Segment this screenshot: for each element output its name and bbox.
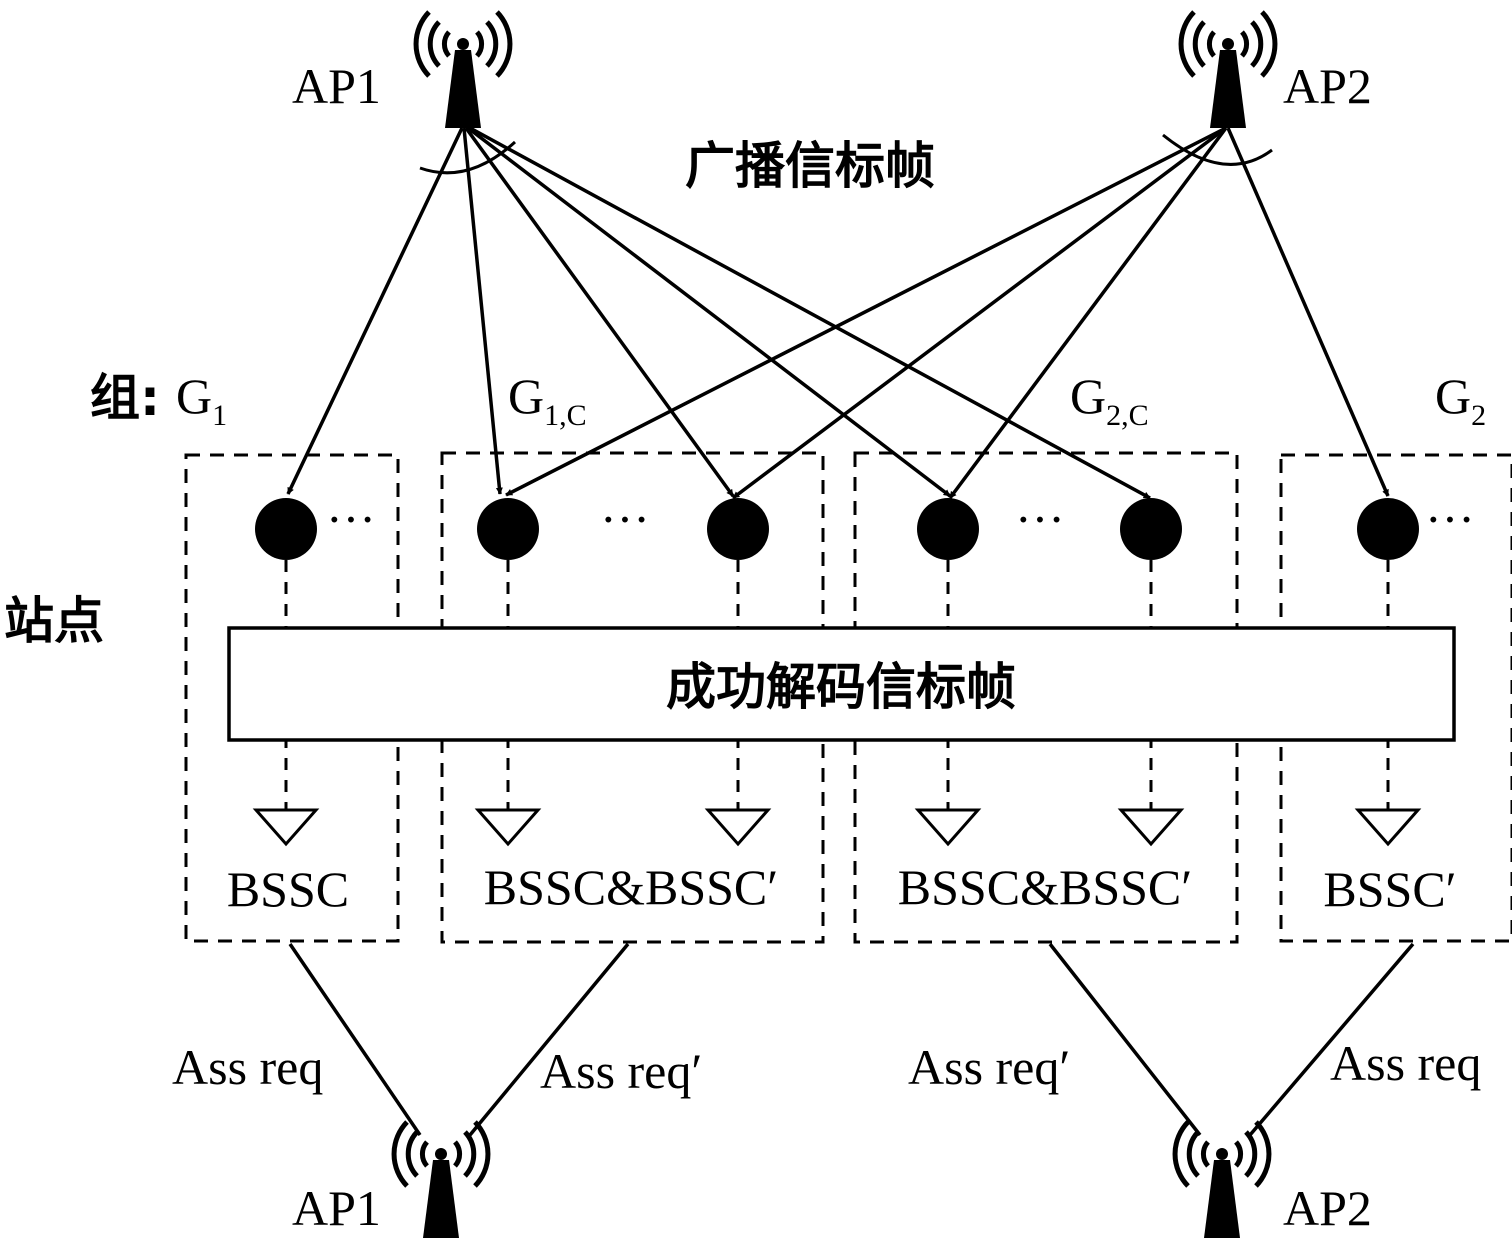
ap-label: AP2 — [1283, 58, 1372, 114]
request-label: Ass req′ — [908, 1039, 1070, 1095]
association-line — [288, 943, 422, 1136]
station-dashed-links — [284, 560, 1390, 810]
group-label-g1c: G1,C — [508, 368, 587, 432]
antenna-tower-icon — [1181, 12, 1275, 128]
broadcast-arrow — [948, 126, 1228, 500]
station-node — [1357, 498, 1419, 560]
group-label-g2: G2 — [1435, 368, 1486, 432]
station-ellipsis: ··· — [1015, 491, 1065, 547]
ap-label: AP2 — [1283, 1180, 1372, 1236]
group-label-g2c: G2,C — [1070, 368, 1149, 432]
result-label-g2: BSSC′ — [1323, 861, 1456, 917]
station-ellipsis: ··· — [326, 491, 376, 547]
association-line — [468, 942, 630, 1137]
group-label-g1: G1 — [176, 368, 227, 432]
result-label-g1: BSSC — [227, 861, 349, 917]
hollow-arrowhead — [474, 808, 542, 847]
broadcast-arrow — [462, 127, 503, 495]
ap-label: AP1 — [292, 1180, 381, 1236]
station-node — [477, 498, 539, 560]
group-box-g1 — [184, 453, 400, 943]
ap2-broadcast-arrows — [505, 126, 1390, 500]
bottom-ap2: AP2 — [1175, 1122, 1372, 1238]
station-node — [1120, 498, 1182, 560]
broadcast-label: 广播信标帧 — [685, 137, 935, 195]
ap-label: AP1 — [292, 58, 381, 114]
association-line — [1048, 942, 1202, 1137]
broadcast-arrow — [466, 126, 952, 498]
station-label: 站点 — [4, 592, 104, 650]
top-ap2: AP1 AP2 — [1181, 12, 1372, 128]
station-node — [255, 498, 317, 560]
result-label-g1c: BSSC&BSSC′ — [484, 859, 778, 915]
hollow-arrowhead — [252, 808, 320, 847]
station-ellipsis: ··· — [600, 491, 650, 547]
antenna-tower-icon — [416, 12, 510, 128]
association-lines — [288, 942, 1415, 1137]
broadcast-arrow — [469, 126, 1151, 500]
hollow-arrowhead — [704, 808, 772, 847]
request-label: Ass req — [1330, 1035, 1481, 1091]
bottom-ap1: AP1 — [292, 1122, 488, 1238]
broadcast-arrow — [464, 126, 735, 498]
result-label-g2c: BSSC&BSSC′ — [898, 859, 1192, 915]
stations — [255, 498, 1419, 560]
hollow-arrowheads — [252, 808, 1422, 847]
decode-box-label: 成功解码信标帧 — [666, 658, 1016, 716]
station-node — [707, 498, 769, 560]
station-ellipsis: ··· — [1425, 491, 1475, 547]
top-ap1: AP1 — [292, 12, 510, 128]
hollow-arrowhead — [1354, 808, 1422, 847]
antenna-tower-icon — [1175, 1122, 1269, 1238]
hollow-arrowhead — [1117, 808, 1185, 847]
antenna-tower-icon — [394, 1122, 488, 1238]
ap1-broadcast-arrows — [286, 126, 1151, 500]
broadcast-arrow — [286, 127, 464, 495]
broadcast-arrow — [731, 126, 1228, 500]
association-line — [1248, 942, 1415, 1137]
broadcast-arrow — [1226, 127, 1390, 497]
request-label: Ass req′ — [540, 1043, 702, 1099]
decode-box — [227, 626, 1456, 742]
group-prefix-label: 组: — [90, 369, 160, 427]
broadcast-sector-arc — [1162, 133, 1273, 166]
request-label: Ass req — [172, 1039, 323, 1095]
hollow-arrowhead — [914, 808, 982, 847]
broadcast-arrow — [505, 126, 1227, 497]
station-node — [917, 498, 979, 560]
